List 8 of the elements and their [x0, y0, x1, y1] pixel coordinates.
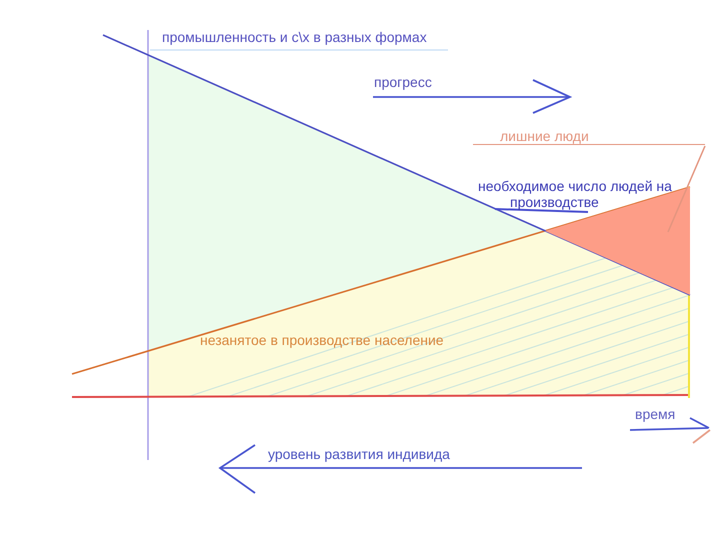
- callout-label: лишние люди: [473, 128, 705, 145]
- line-label: промышленность и с\х в разных формах: [162, 29, 427, 45]
- line-label: необходимое число людей на производстве: [478, 178, 673, 210]
- axis-label: время: [635, 406, 676, 422]
- leader-line: [667, 146, 706, 232]
- arrow-label: прогресс: [374, 74, 432, 90]
- region-label: незанятое в производстве население: [200, 332, 444, 348]
- arrow-label: уровень развития индивида: [268, 446, 450, 462]
